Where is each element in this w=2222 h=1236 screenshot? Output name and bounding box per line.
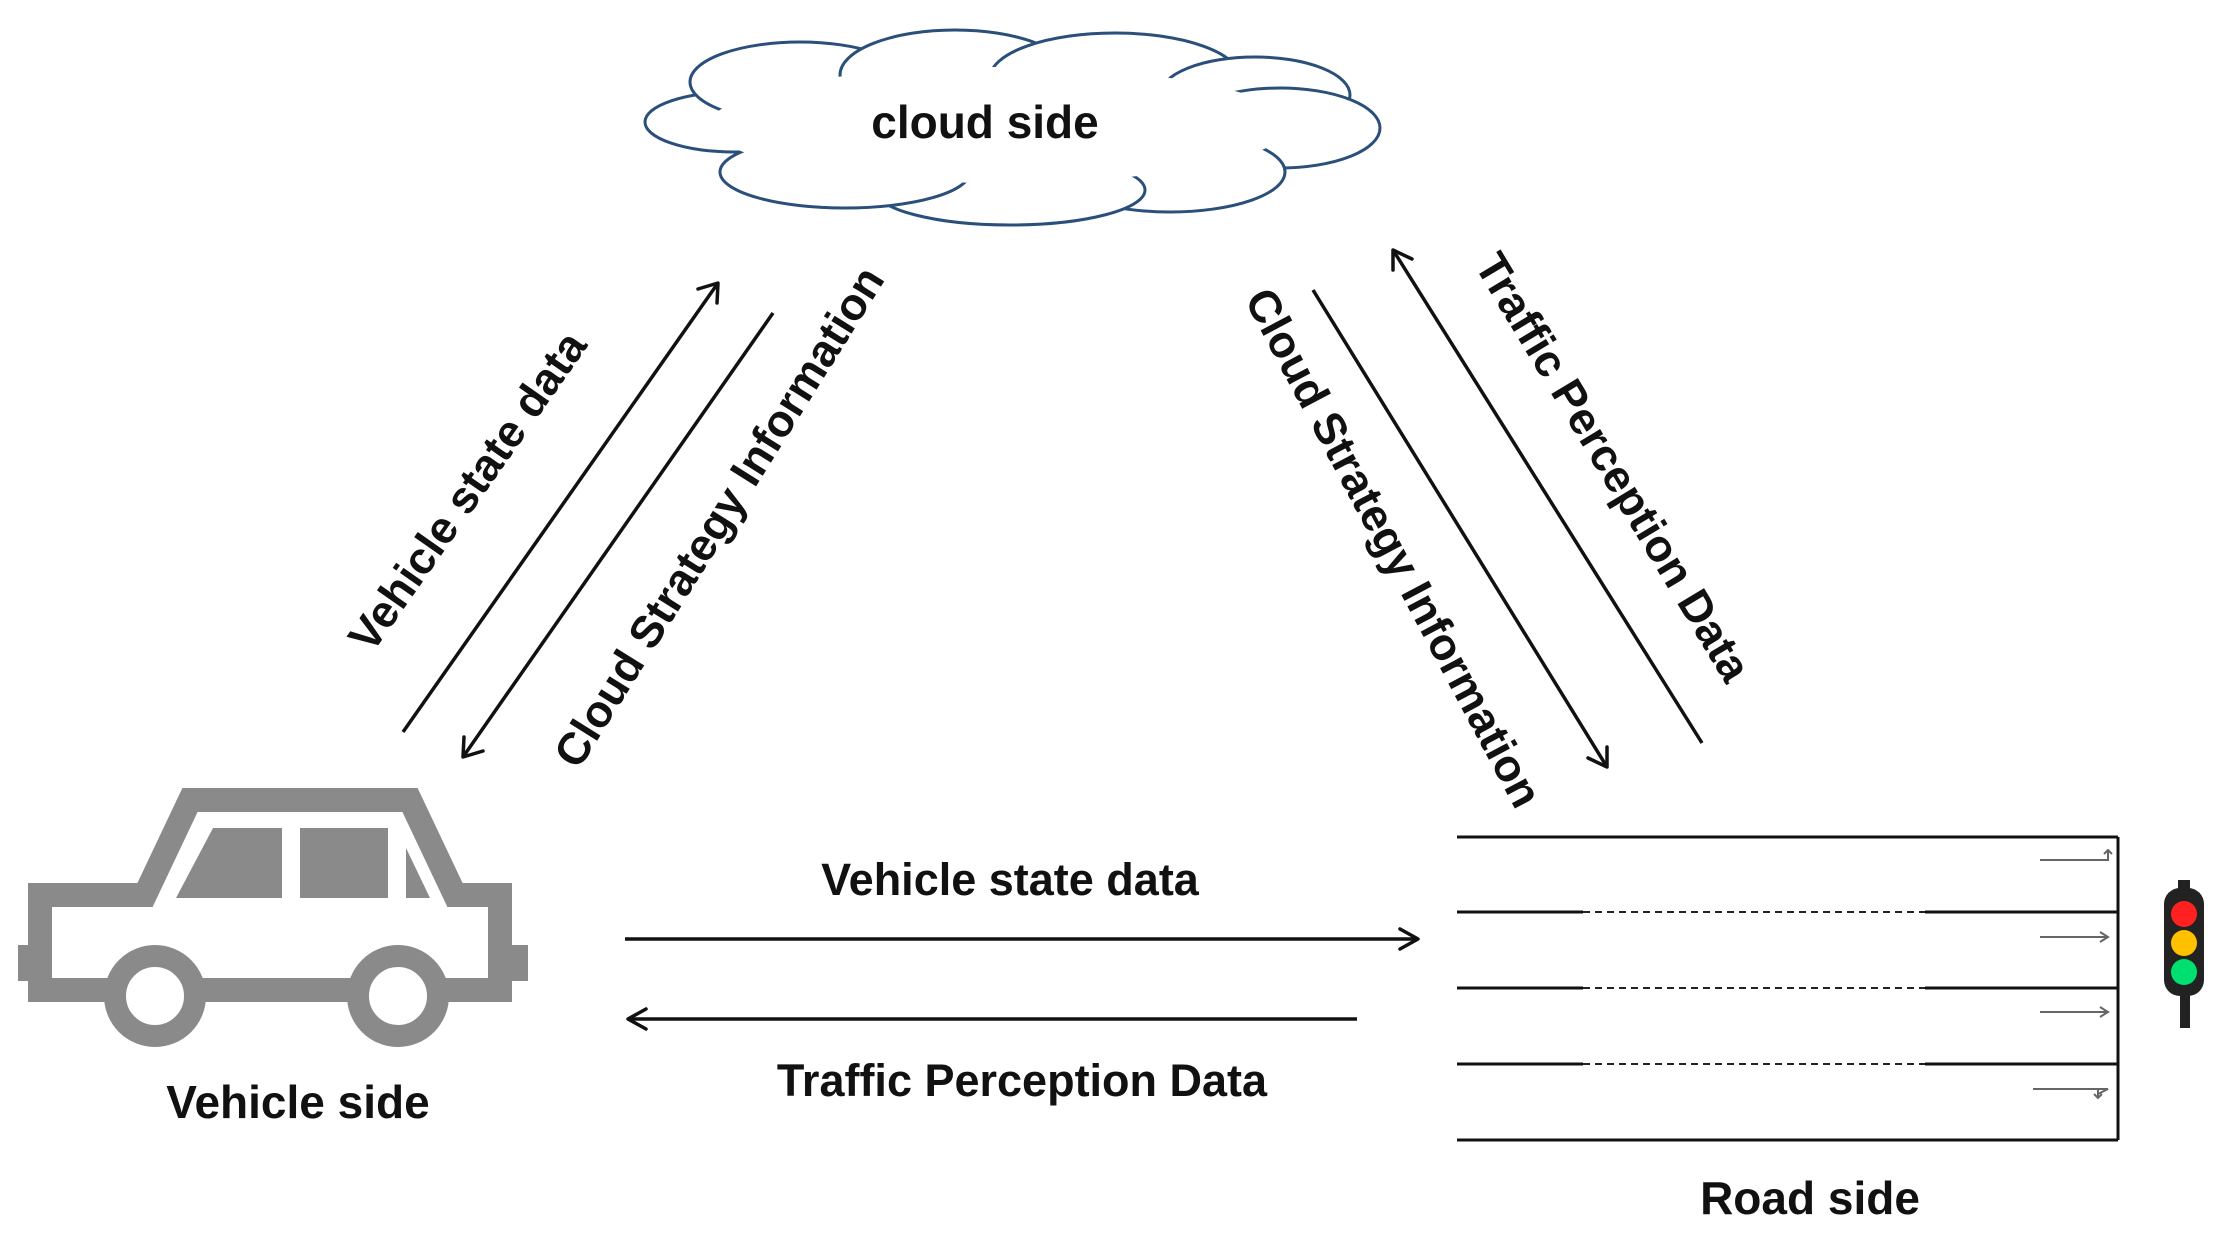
lane-arrow-icon (2040, 931, 2110, 943)
cloud-icon (643, 28, 1382, 227)
vehicle-side-label: Vehicle side (166, 1076, 429, 1128)
edge-label: Vehicle state data (821, 854, 1200, 905)
edge-road-to-vehicle: Traffic Perception Data (626, 1007, 1357, 1106)
edge-cloud-to-vehicle: Cloud Strategy Information (461, 257, 895, 776)
road-side-label: Road side (1700, 1172, 1920, 1224)
road-node: Road side (1457, 835, 2204, 1224)
edge-label: Traffic Perception Data (777, 1055, 1268, 1106)
lane-arrow-icon (2033, 1088, 2109, 1100)
vehicle-node: Vehicle side (18, 788, 528, 1128)
lane-arrow-icon (2040, 1006, 2110, 1018)
edge-label: Cloud Strategy Information (544, 257, 895, 776)
traffic-light-icon (2164, 880, 2204, 1028)
car-icon (18, 788, 528, 1047)
lane-arrow-icon (2040, 848, 2113, 861)
edge-label: Cloud Strategy Information (1235, 280, 1552, 816)
edge-vehicle-to-road: Vehicle state data (625, 854, 1420, 951)
cloud-side-label: cloud side (871, 96, 1098, 148)
edge-label: Vehicle state data (338, 321, 597, 660)
edge-label: Traffic Perception Data (1465, 244, 1762, 691)
cloud-node: cloud side (643, 28, 1382, 227)
road-lanes-icon (1457, 835, 2120, 1142)
